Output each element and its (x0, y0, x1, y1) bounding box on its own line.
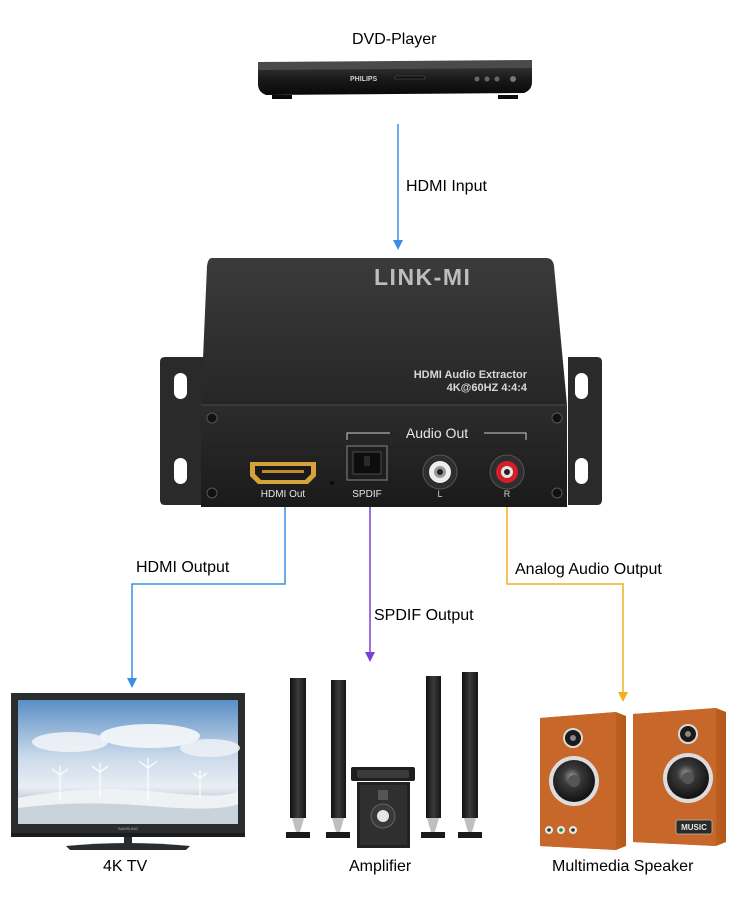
dvd-brand: PHILIPS (350, 76, 378, 83)
hdmi-input-label: HDMI Input (406, 178, 487, 195)
dvd-player-label: DVD-Player (352, 31, 437, 48)
hdmi-input-line (393, 124, 403, 250)
extractor-product-line2: 4K@60HZ 4:4:4 (447, 382, 528, 394)
hdmi-output-line (127, 507, 286, 688)
spdif-output-line (365, 507, 375, 662)
tv-label: 4K TV (103, 858, 148, 875)
hdmi-output-label: HDMI Output (136, 559, 230, 576)
amplifier-label: Amplifier (349, 858, 412, 875)
audio-out-label: Audio Out (406, 425, 468, 441)
amplifier-device (286, 672, 482, 848)
extractor-brand: LINK-MI (374, 264, 471, 290)
tv-device: SAMSUNG (11, 693, 245, 850)
spdif-port-label: SPDIF (352, 489, 381, 500)
analog-output-line (506, 507, 628, 702)
speaker-device: MUSIC (540, 708, 726, 850)
hdmi-out-port-label: HDMI Out (261, 489, 306, 500)
rca-right-label: R (504, 489, 511, 499)
extractor-product-line1: HDMI Audio Extractor (414, 369, 528, 381)
rca-left-port (422, 454, 458, 490)
rca-left-label: L (437, 489, 442, 499)
dvd-player: PHILIPS (258, 60, 532, 99)
rca-right-port (489, 454, 525, 490)
spdif-output-label: SPDIF Output (374, 607, 474, 624)
speaker-label: Multimedia Speaker (552, 858, 694, 875)
speaker-badge: MUSIC (681, 823, 707, 832)
hdmi-out-port (250, 462, 316, 484)
tv-brand: SAMSUNG (118, 826, 138, 831)
spdif-port (346, 445, 388, 481)
audio-extractor: LINK-MI HDMI Audio Extractor 4K@60HZ 4:4… (160, 258, 602, 507)
analog-output-label: Analog Audio Output (515, 561, 662, 578)
